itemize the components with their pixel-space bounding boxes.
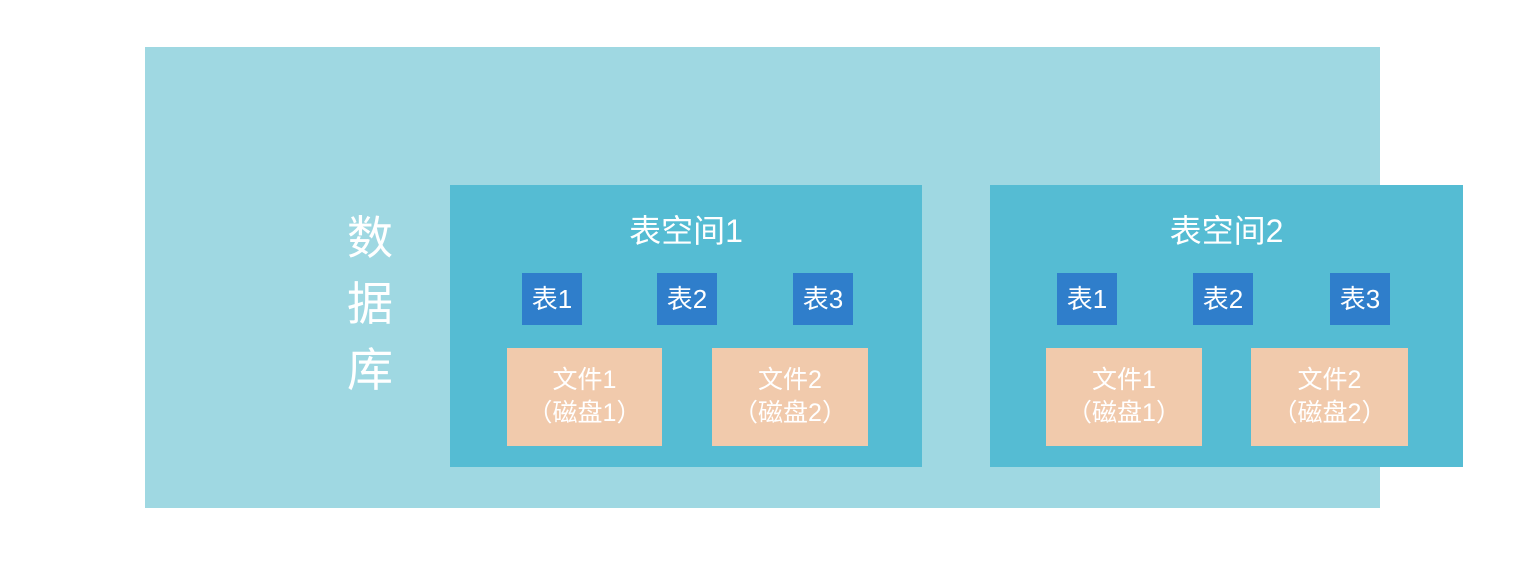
- tablespace-1-file-1-name: 文件1: [552, 366, 617, 394]
- tablespace-2-container: 表空间2 表1 表2 表3 文件1 （磁盘1） 文件2 （磁盘2）: [990, 185, 1463, 467]
- tablespace-1-table-2[interactable]: 表2: [657, 273, 717, 325]
- database-container: 数 据 库 表空间1 表1 表2 表3 文件1 （磁盘1） 文件2 （磁盘2）: [145, 47, 1463, 508]
- tablespace-1-file-2[interactable]: 文件2 （磁盘2）: [712, 348, 868, 446]
- tablespace-2-title: 表空间2: [1169, 213, 1284, 249]
- tablespace-1-table-1[interactable]: 表1: [522, 273, 582, 325]
- tablespace-2-files-row: 文件1 （磁盘1） 文件2 （磁盘2）: [990, 348, 1463, 446]
- tablespace-1-tables-row: 表1 表2 表3: [450, 273, 922, 327]
- tablespace-2-tables-row: 表1 表2 表3: [990, 273, 1463, 327]
- tablespace-2-file-1-name: 文件1: [1092, 366, 1156, 394]
- database-label: 数 据 库: [347, 212, 393, 396]
- tablespace-1-table-3[interactable]: 表3: [793, 273, 853, 325]
- tablespace-2-file-2[interactable]: 文件2 （磁盘2）: [1251, 348, 1408, 446]
- tablespace-2-file-1-disk: （磁盘1）: [1067, 399, 1181, 427]
- tablespace-1-file-2-disk: （磁盘2）: [733, 399, 847, 427]
- tablespace-1-container: 表空间1 表1 表2 表3 文件1 （磁盘1） 文件2 （磁盘2）: [450, 185, 922, 467]
- tablespace-1-file-1-disk: （磁盘1）: [527, 399, 642, 427]
- tablespace-2-table-3[interactable]: 表3: [1330, 273, 1390, 325]
- tablespace-1-file-2-name: 文件2: [758, 366, 822, 394]
- tablespace-2-file-1[interactable]: 文件1 （磁盘1）: [1046, 348, 1202, 446]
- tablespace-1-title: 表空间1: [629, 213, 743, 249]
- tablespace-2-table-2[interactable]: 表2: [1193, 273, 1253, 325]
- tablespace-1-files-row: 文件1 （磁盘1） 文件2 （磁盘2）: [450, 348, 922, 446]
- tablespace-2-file-2-disk: （磁盘2）: [1272, 399, 1387, 427]
- tablespace-2-table-1[interactable]: 表1: [1057, 273, 1117, 325]
- tablespace-2-file-2-name: 文件2: [1297, 366, 1362, 394]
- tablespace-1-file-1[interactable]: 文件1 （磁盘1）: [507, 348, 662, 446]
